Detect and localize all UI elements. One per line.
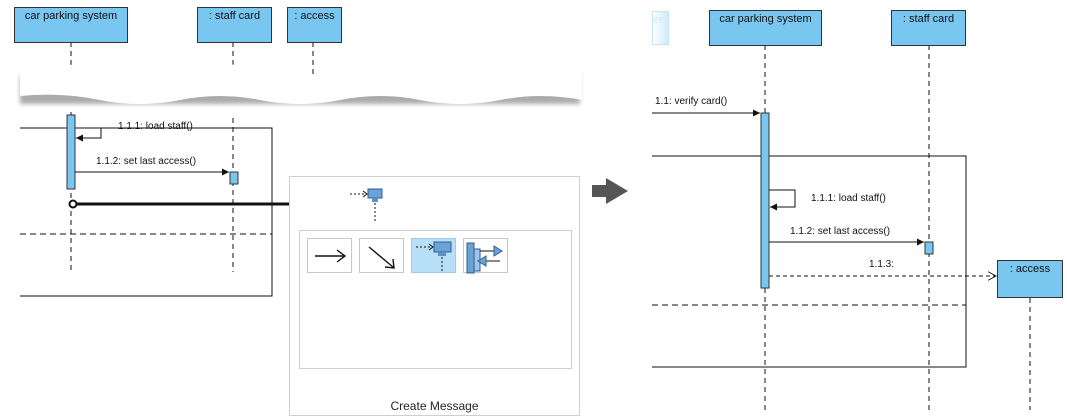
message-type-palette [299,230,572,369]
arrow-right-icon [315,249,347,263]
tool-reply-message-button[interactable] [463,238,508,274]
tool-message-button[interactable] [307,238,352,273]
left-lifeline-head-car-parking[interactable]: car parking system [14,7,128,43]
reply-message-icon [466,242,503,274]
right-panel [652,45,1031,410]
right-label-set-last-access: 1.1.2: set last access() [790,226,890,238]
lifeline-label: : staff card [208,10,261,22]
tool-diagonal-message-button[interactable] [359,238,404,273]
right-lifeline-head-access[interactable]: : access [997,260,1063,298]
left-self-message [75,127,102,142]
create-message-popup: Create Message [289,176,580,416]
right-fragment-frame [652,155,967,368]
message-text: 1.1.2: set last access() [96,156,197,167]
lifeline-label: : access [1009,263,1051,275]
message-text: 1.1.3: [869,259,895,270]
lifeline-label: : access [294,10,335,22]
left-panel [20,42,582,297]
right-faded-lifeline-head: er [652,11,669,45]
left-lifeline-head-access[interactable]: : access [287,7,342,43]
left-fragment-frame [20,127,273,297]
right-lifeline-head-car-parking[interactable]: car parking system [709,10,822,46]
lifeline-label: car parking system [719,13,812,25]
create-message-preview-icon [350,188,383,223]
message-text: 1.1.2: set last access() [790,226,891,237]
right-self-message [769,189,796,211]
message-text: 1.1: verify card() [655,96,728,107]
tool-create-message-button[interactable] [411,238,456,273]
left-lifeline-head-staff-card[interactable]: : staff card [197,7,272,43]
create-message-icon [416,241,452,273]
right-label-create-access: 1.1.3: [869,259,894,271]
left-activation-staff-card [229,171,239,185]
popup-caption: Create Message [390,399,479,413]
lifeline-label: : staff card [902,13,955,25]
transition-arrow [592,178,628,204]
right-activation-staff-card [924,241,934,255]
lifeline-label: car parking system [24,10,118,22]
left-label-set-last-access: 1.1.2: set last access() [96,156,196,168]
faded-label: er [653,14,663,26]
torn-edge [20,62,582,104]
message-text: 1.1.1: load staff() [811,193,886,204]
drag-start-handle[interactable] [68,199,78,209]
arrow-diagonal-icon [368,246,395,269]
message-text: 1.1.1: load staff() [118,121,193,132]
left-label-load-staff: 1.1.1: load staff() [118,121,193,133]
right-label-load-staff: 1.1.1: load staff() [811,193,886,205]
right-lifeline-head-staff-card[interactable]: : staff card [891,10,966,46]
right-activation-car-parking [760,112,770,289]
left-activation-car-parking [66,114,76,190]
right-label-verify-card: 1.1: verify card() [655,96,727,108]
